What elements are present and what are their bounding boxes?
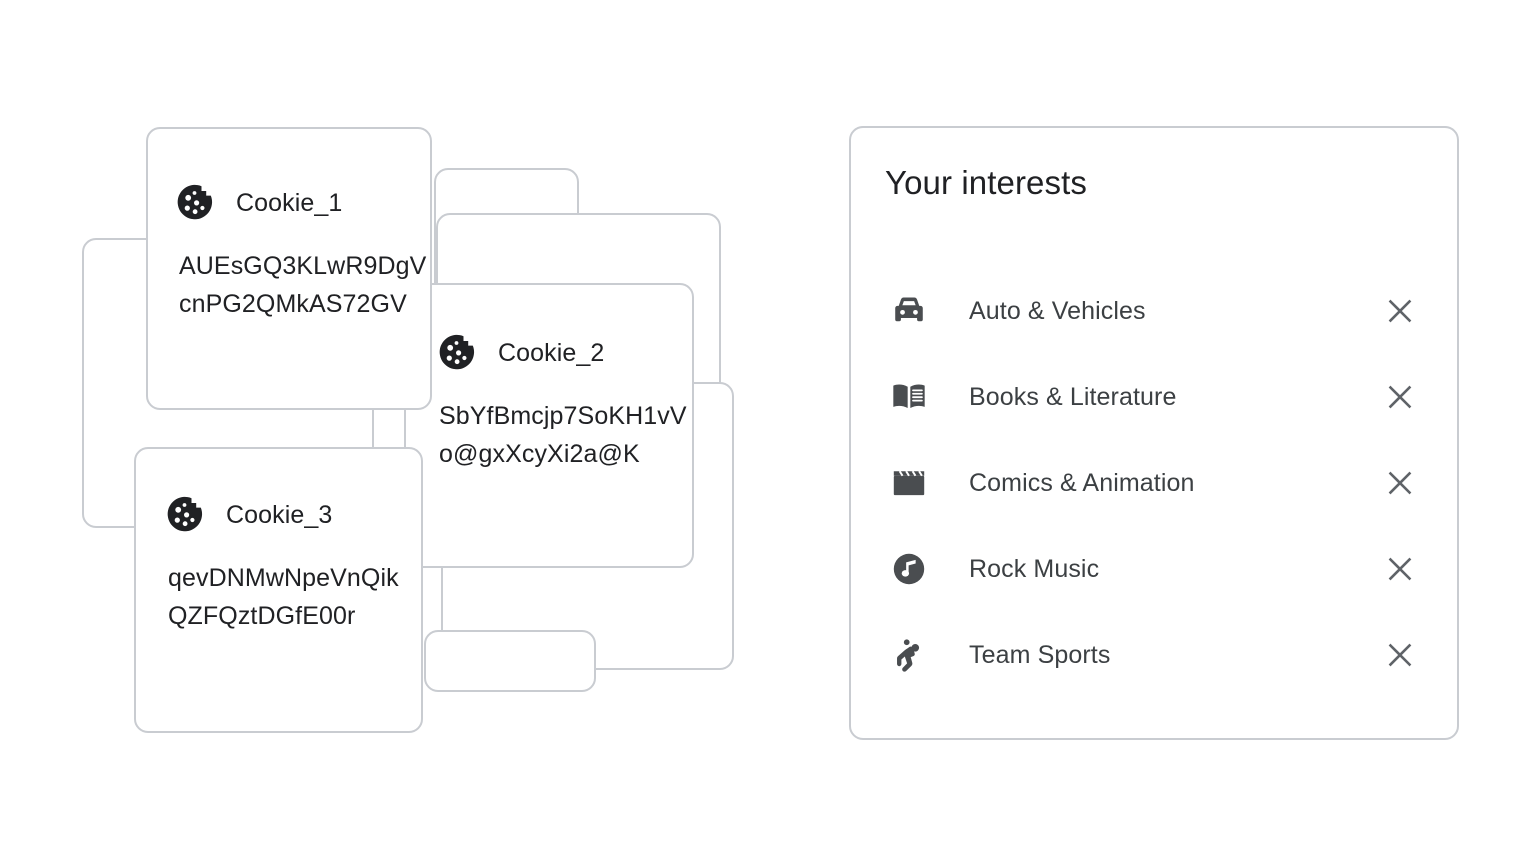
book-icon — [889, 377, 929, 417]
cookie-icon — [174, 183, 214, 223]
cookie-icon — [164, 495, 204, 535]
close-icon[interactable] — [1377, 546, 1423, 592]
cookie-card-value: AUEsGQ3KLwR9DgVcnPG2QMkAS72GV — [179, 252, 427, 318]
close-icon[interactable] — [1377, 374, 1423, 420]
interest-label: Books & Literature — [969, 382, 1177, 411]
close-icon[interactable] — [1377, 288, 1423, 334]
close-icon[interactable] — [1377, 632, 1423, 678]
cookie-card-header: Cookie_2 — [436, 333, 604, 373]
cookie-icon — [436, 333, 476, 373]
cookie-card-title: Cookie_2 — [498, 338, 605, 367]
interest-row[interactable]: Team Sports — [851, 612, 1457, 698]
ghost-card — [424, 630, 596, 692]
interest-row[interactable]: Rock Music — [851, 526, 1457, 612]
clapperboard-icon — [889, 463, 929, 503]
cookie-card-title: Cookie_3 — [226, 500, 333, 529]
interest-label: Team Sports — [969, 640, 1111, 669]
cookie-card-value: SbYfBmcjp7SoKH1vVo@gxXcyXi2a@K — [439, 402, 687, 468]
sports-player-icon — [889, 635, 929, 675]
interest-label: Comics & Animation — [969, 468, 1195, 497]
cookie-card-title: Cookie_1 — [236, 188, 343, 217]
music-note-icon — [889, 549, 929, 589]
interest-row[interactable]: Auto & Vehicles — [851, 268, 1457, 354]
cookie-card[interactable]: Cookie_2 SbYfBmcjp7SoKH1vVo@gxXcyXi2a@K — [404, 283, 694, 568]
interest-row[interactable]: Comics & Animation — [851, 440, 1457, 526]
cookie-card-header: Cookie_3 — [164, 495, 332, 535]
interest-row[interactable]: Books & Literature — [851, 354, 1457, 440]
interests-list: Auto & Vehicles Books & Literature — [851, 268, 1457, 698]
interests-title: Your interests — [885, 164, 1087, 201]
close-icon[interactable] — [1377, 460, 1423, 506]
cookie-card[interactable]: Cookie_3 qevDNMwNpeVnQikQZFQztDGfE00r — [134, 447, 423, 733]
cookie-card[interactable]: Cookie_1 AUEsGQ3KLwR9DgVcnPG2QMkAS72GV — [146, 127, 432, 410]
cookie-stack: Cookie_1 AUEsGQ3KLwR9DgVcnPG2QMkAS72GV C… — [82, 127, 734, 733]
car-icon — [889, 291, 929, 331]
interest-label: Auto & Vehicles — [969, 296, 1146, 325]
interests-panel: Your interests Auto & Vehicles — [849, 126, 1459, 740]
interest-label: Rock Music — [969, 554, 1100, 583]
cookie-card-value: qevDNMwNpeVnQikQZFQztDGfE00r — [168, 564, 399, 630]
cookie-card-header: Cookie_1 — [174, 183, 342, 223]
